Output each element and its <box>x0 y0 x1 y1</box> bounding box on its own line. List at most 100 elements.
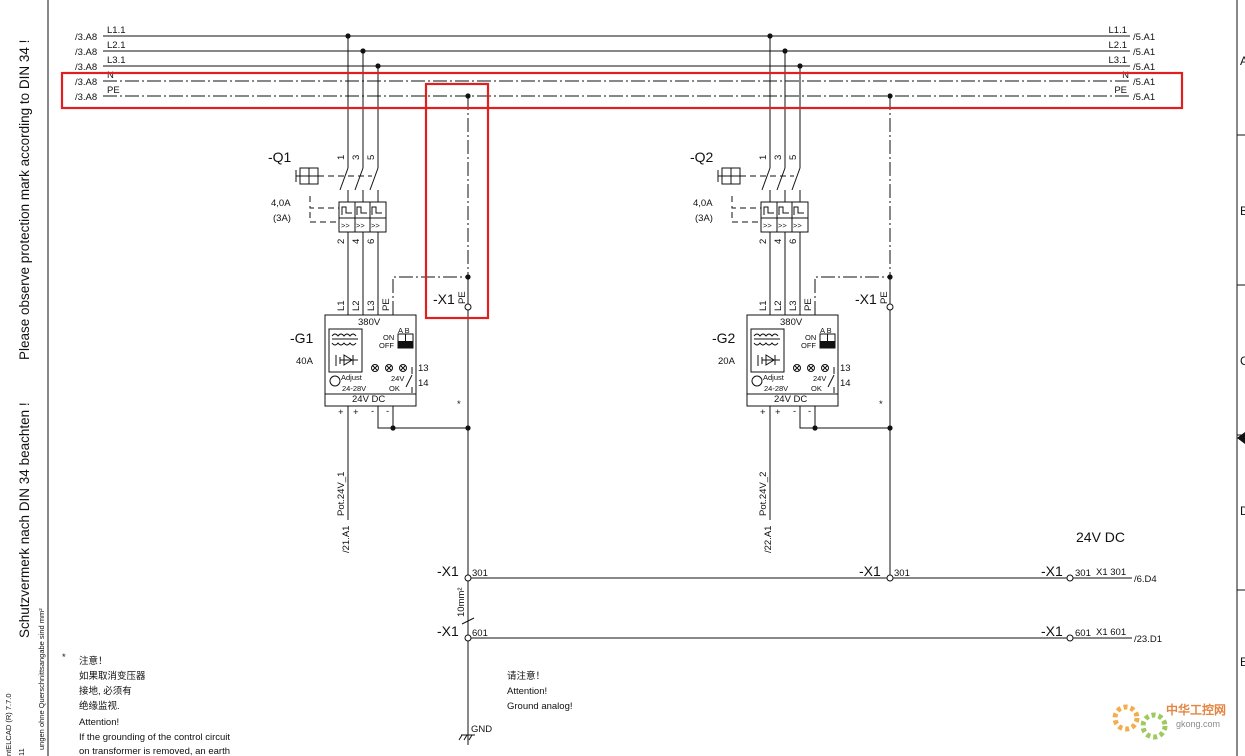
din-protection-note-de: Schutzvermerk nach DIN 34 beachten ! <box>17 402 32 638</box>
breaker-pin: 5 <box>788 155 799 160</box>
note-line: 绝缘监视. <box>79 700 120 712</box>
margin-letter-d: D <box>1240 504 1245 518</box>
bus-right-ref: /5.A1 <box>1133 92 1155 103</box>
breaker-pin: 6 <box>366 239 377 244</box>
trip-label: >> <box>778 221 787 230</box>
breaker-pin: 4 <box>351 239 362 244</box>
note-line: Attention! <box>79 717 119 728</box>
trip-label: >> <box>341 221 350 230</box>
adjust-label: Adjust <box>341 373 363 382</box>
supply-tag: -G2 <box>712 330 736 346</box>
output-bus-title: 24V DC <box>1076 529 1125 545</box>
breaker-setting: (3A) <box>695 213 713 224</box>
bus-left-label: L2.1 <box>107 40 126 51</box>
page-reference: /23.D1 <box>1134 634 1162 645</box>
terminal-301 <box>1066 574 1074 582</box>
bus-right-label: L1.1 <box>1109 25 1128 36</box>
bus-left-ref: /3.A8 <box>75 47 97 58</box>
supply-input: L3 <box>366 300 377 311</box>
supply-input: L1 <box>758 300 769 311</box>
terminal-301 <box>886 574 894 582</box>
bus-right-ref: /5.A1 <box>1133 47 1155 58</box>
terminal-tag: -X1 <box>1041 563 1063 579</box>
margin-letter-a: A <box>1240 54 1245 68</box>
cross-reference: X1 301 <box>1096 567 1126 578</box>
terminal-tag: -X1 <box>859 563 881 579</box>
switch-ab-label: A B <box>398 326 410 335</box>
gear-icon <box>1140 712 1168 740</box>
supply-input: L2 <box>773 300 784 311</box>
pot-label: Pot.24V_1 <box>336 472 347 516</box>
page-number: 11 <box>17 748 26 756</box>
watermark-title: 中华工控网 <box>1166 702 1226 717</box>
terminal-601 <box>464 634 472 642</box>
supply-input: L2 <box>351 300 362 311</box>
note-line: Attention! <box>507 686 547 697</box>
breaker-pin: 5 <box>366 155 377 160</box>
diode-icon <box>343 354 353 366</box>
note-star: * <box>879 399 883 410</box>
ok-voltage: 24V <box>813 374 826 383</box>
wire-size: 10mm² <box>456 587 467 617</box>
trip-label: >> <box>371 221 380 230</box>
supply-voltage: 380V <box>358 317 381 328</box>
output-plus: + <box>760 407 766 418</box>
bus-left-ref: /3.A8 <box>75 62 97 73</box>
breaker-pin: 4 <box>773 239 784 244</box>
terminal-pin: 601 <box>472 628 488 639</box>
status-led-icon <box>385 364 393 372</box>
adjust-knob-icon <box>329 375 341 387</box>
watermark-site: gkong.com <box>1176 719 1220 729</box>
bus-right-ref: /5.A1 <box>1133 77 1155 88</box>
bus-right-label: PE <box>1114 85 1127 96</box>
contact-13: 13 <box>418 363 429 374</box>
breaker-pin: 2 <box>336 239 347 244</box>
bus-right-ref: /5.A1 <box>1133 32 1155 43</box>
switch-on-label: ON <box>805 333 816 342</box>
unit-2: 1 3 5 -Q2 4,0A (3A) >> >> >> 2 4 6 <box>690 33 894 578</box>
switch-ab-label: A B <box>820 326 832 335</box>
bus-left-label: N <box>107 70 114 81</box>
ok-label: OK <box>389 384 400 393</box>
breaker-pin: 3 <box>351 155 362 160</box>
status-led-icon <box>821 364 829 372</box>
status-led-icon <box>371 364 379 372</box>
diode-icon <box>765 354 775 366</box>
bus-left-ref: /3.A8 <box>75 32 97 43</box>
adjust-range: 24-28V <box>764 384 788 393</box>
terminal-tag: -X1 <box>437 623 459 639</box>
cross-section-note: ungen ohne Querschnittsangabe sind mm² <box>37 608 46 750</box>
bus-right-ref: /5.A1 <box>1133 62 1155 73</box>
bus-left-ref: /3.A8 <box>75 77 97 88</box>
terminal-tag: -X1 <box>437 563 459 579</box>
terminal-pin: PE <box>879 291 890 304</box>
output-minus: - <box>371 406 374 417</box>
note-line: 请注意！ <box>507 670 545 682</box>
note-line: 注意！ <box>79 655 108 667</box>
switch-off-label: OFF <box>801 341 816 350</box>
pot-label: Pot.24V_2 <box>758 472 769 516</box>
status-led-icon <box>807 364 815 372</box>
note-star: * <box>457 399 461 410</box>
contact-14: 14 <box>840 378 851 389</box>
output-plus: + <box>775 407 781 418</box>
din-protection-note-en: Please observe protection mark according… <box>17 40 32 360</box>
switch-on-label: ON <box>383 333 394 342</box>
supply-input: PE <box>381 298 392 311</box>
highlight-pe-drop <box>424 82 490 320</box>
supply-output: 24V DC <box>774 394 807 405</box>
power-supply <box>324 314 417 407</box>
trip-label: >> <box>793 221 802 230</box>
pot-ref: /21.A1 <box>341 526 352 553</box>
margin-letter-c: C <box>1240 354 1245 368</box>
switch-off-label: OFF <box>379 341 394 350</box>
terminal-pin: 301 <box>894 568 910 579</box>
ok-voltage: 24V <box>391 374 404 383</box>
note-line: 接地, 必须有 <box>79 685 132 697</box>
bus-left-label: PE <box>107 85 120 96</box>
contact-14: 14 <box>418 378 429 389</box>
trip-label: >> <box>356 221 365 230</box>
note-line: If the grounding of the control circuit <box>79 732 230 743</box>
status-led-icon <box>399 364 407 372</box>
